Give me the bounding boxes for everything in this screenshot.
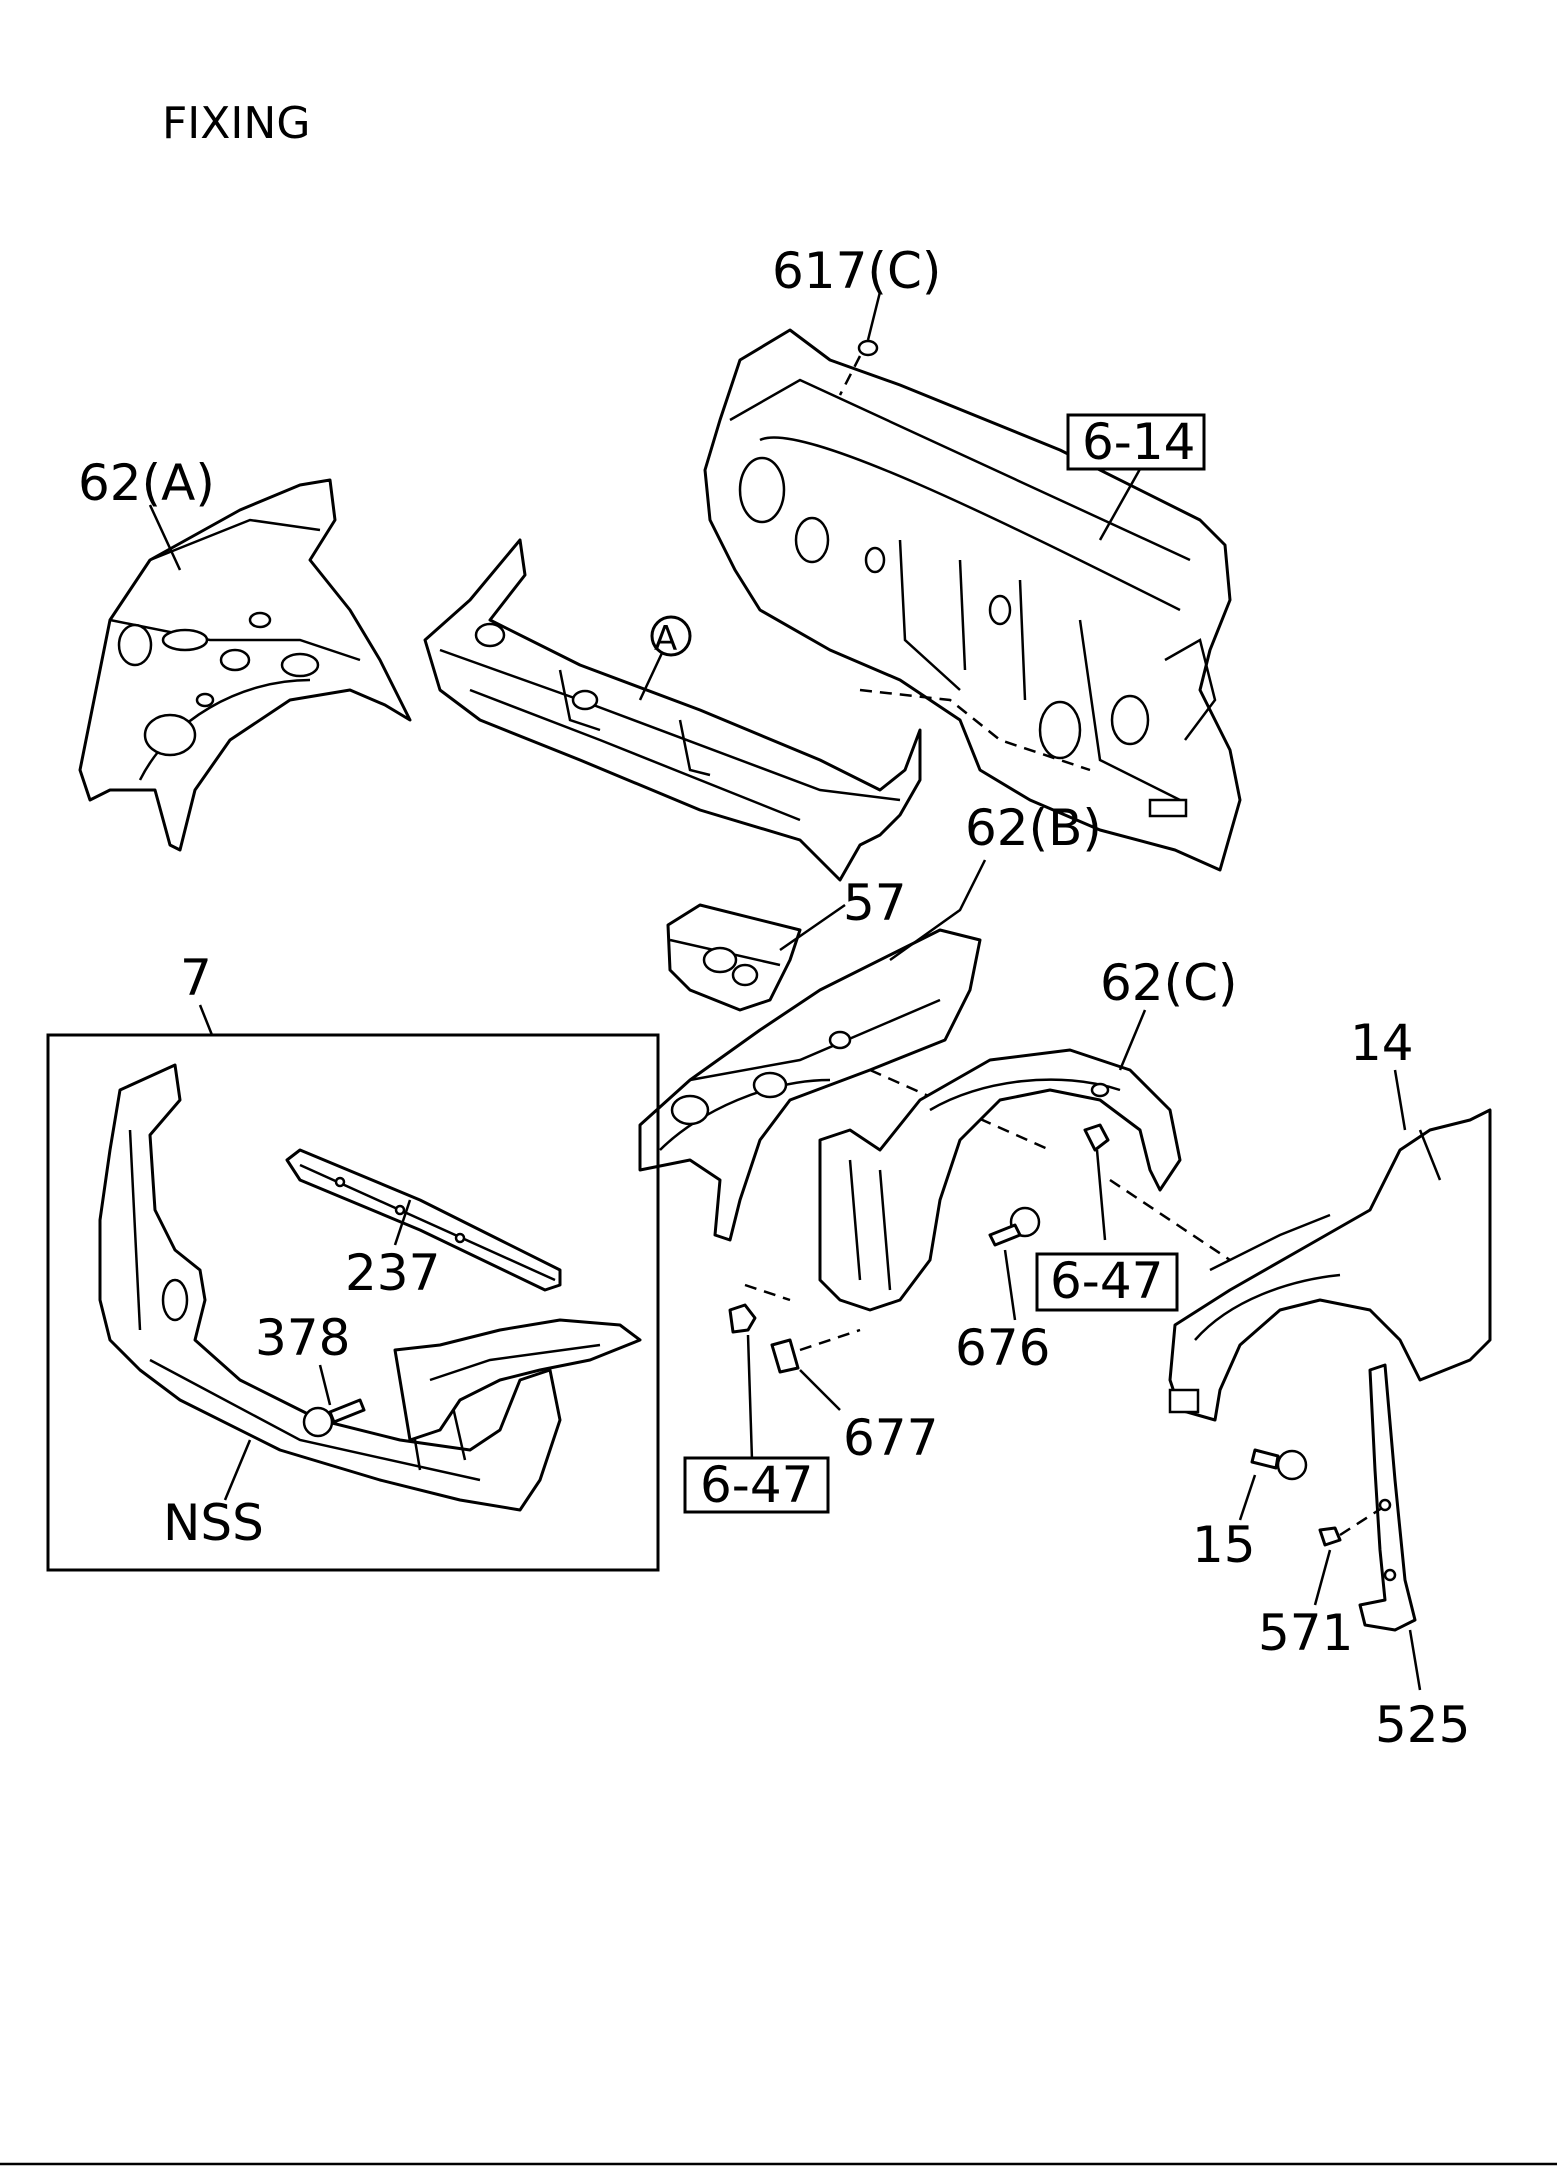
diagram-title: FIXING (162, 98, 310, 149)
label-57: 57 (843, 874, 907, 932)
dash-panel (703, 328, 1242, 872)
upper-panel-62a (78, 478, 412, 852)
assembly-box-7 (46, 1033, 660, 1572)
clip-677 (770, 1328, 861, 1374)
label-378: 378 (255, 1309, 350, 1367)
label-676: 676 (955, 1319, 1050, 1377)
cowl-panel (423, 538, 922, 882)
mudflap-525 (1358, 1363, 1417, 1632)
label-525: 525 (1375, 1696, 1470, 1754)
label-7: 7 (180, 949, 212, 1007)
label-571: 571 (1258, 1604, 1353, 1662)
label-ref-6-47-a: 6-47 (1050, 1252, 1163, 1310)
wheelhouse-panel-62b (638, 928, 982, 1242)
label-nss: NSS (163, 1494, 264, 1552)
label-15: 15 (1192, 1516, 1256, 1574)
bolt-15 (1250, 1448, 1308, 1481)
bracket-57 (666, 903, 802, 1012)
ref-box-6-14 (1066, 413, 1206, 471)
radiator-support (98, 1063, 642, 1512)
screw-571 (1318, 1506, 1383, 1547)
wheel-liner-62c (818, 1048, 1182, 1312)
label-677: 677 (843, 1409, 938, 1467)
label-62a: 62(A) (78, 454, 215, 512)
bolt-378 (302, 1398, 366, 1438)
ref-box-6-47-b (683, 1456, 830, 1514)
label-ref-6-47-b: 6-47 (700, 1456, 813, 1514)
nut-lower (728, 1283, 791, 1334)
label-ref-6-14: 6-14 (1082, 413, 1195, 471)
plug-617c (857, 339, 879, 357)
label-62b: 62(B) (965, 799, 1102, 857)
label-617c: 617(C) (772, 242, 941, 300)
callout-circle-a (650, 615, 692, 657)
clip-liner (1083, 1123, 1110, 1152)
front-fender-14 (1168, 1108, 1492, 1422)
label-circle-a: A (654, 619, 677, 659)
bolt-676 (988, 1206, 1041, 1247)
bar-237 (285, 1148, 562, 1292)
label-14: 14 (1350, 1014, 1414, 1072)
label-237: 237 (345, 1244, 440, 1302)
label-62c: 62(C) (1100, 954, 1238, 1012)
ref-box-6-47-a (1035, 1252, 1179, 1312)
